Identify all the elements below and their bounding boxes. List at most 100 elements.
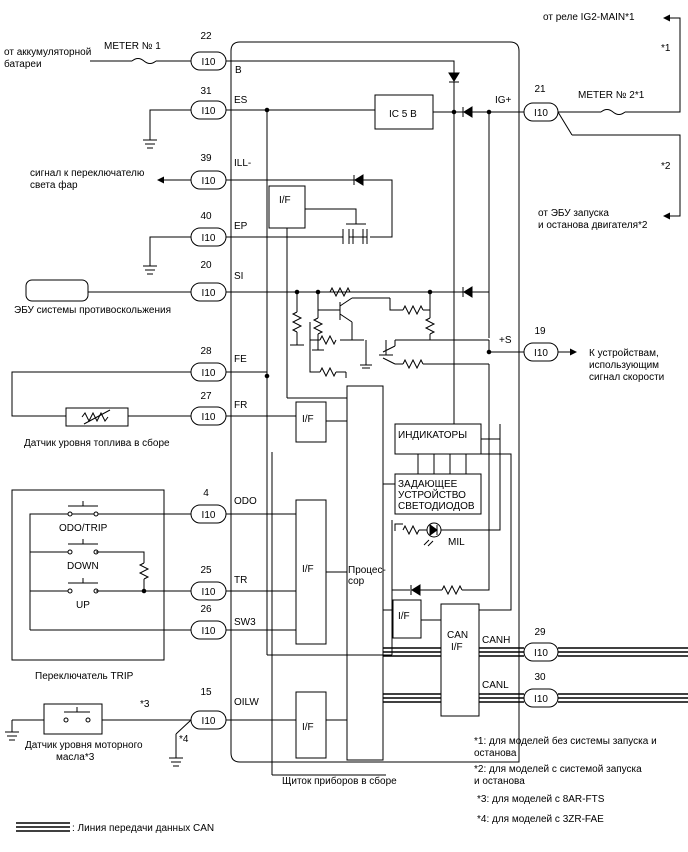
signal-name: OILW: [234, 697, 259, 708]
resistor-icon: [312, 317, 324, 335]
pin-number: 30: [534, 672, 546, 683]
trip-switch-box: [11, 489, 165, 661]
pin-number: 19: [534, 326, 546, 337]
legend-label: : Линия передачи данных CAN: [72, 823, 214, 834]
ground-es-icon: [143, 139, 157, 149]
legend-can-line: [16, 822, 70, 832]
fuel-sender-box: [65, 407, 129, 427]
ground-oil-icon: [169, 757, 183, 767]
relay-label: от реле IG2-MAIN*1: [543, 12, 635, 23]
resistor-icon: [329, 286, 351, 298]
resistor-icon: [138, 562, 150, 580]
note3-mark: *3: [140, 699, 150, 710]
fuse-meter1-icon: [131, 58, 157, 64]
headlight-label-2: света фар: [30, 179, 78, 191]
signal-name: SI: [234, 271, 243, 282]
battery-label-2: батареи: [4, 58, 42, 70]
can-bus-lines: [383, 647, 688, 703]
signal-name: SW3: [234, 617, 256, 628]
resistor-icon: [319, 334, 337, 346]
led-driver-block: [394, 473, 482, 515]
note1-mark: *1: [661, 43, 671, 54]
footnote-1a: *1: для моделей без системы запуска и: [474, 735, 657, 747]
signal-name: ILL-: [234, 158, 251, 169]
ecu-start-label-1: от ЭБУ запуска: [538, 208, 609, 219]
signal-name: +S: [499, 335, 512, 346]
connector-label: I10: [534, 648, 548, 659]
resistor-icon: [441, 584, 463, 596]
led-driver-line1: ЗАДАЮЩЕЕ: [398, 479, 458, 490]
pcs-ecu-label: ЭБУ системы противоскольжения: [14, 305, 171, 316]
led-driver-line2: УСТРОЙСТВО: [398, 488, 466, 501]
connector-label: I10: [534, 108, 548, 119]
speed-label-2: использующим: [589, 360, 659, 371]
meter1-fuse-label: METER № 1: [104, 41, 161, 52]
footnote-1b: останова: [474, 748, 517, 759]
signal-name: B: [235, 65, 242, 76]
up-label: UP: [76, 600, 90, 611]
mil-label: MIL: [448, 537, 465, 548]
speed-label-3: сигнал скорости: [589, 372, 664, 383]
connector-label: I10: [534, 694, 548, 705]
connector-label: I10: [202, 233, 216, 244]
led-driver-line3: СВЕТОДИОДОВ: [398, 501, 475, 512]
signal-name: ES: [234, 95, 248, 106]
signal-name: CANL: [482, 680, 509, 691]
footnote-2b: и останова: [474, 776, 525, 787]
pin-number: 25: [200, 565, 212, 576]
resistor-icon: [402, 304, 424, 316]
if-label: I/F: [302, 722, 314, 733]
if-label: I/F: [398, 611, 410, 622]
diode-icon: [448, 72, 460, 82]
pin-number: 31: [200, 86, 212, 97]
if-ill-block: [268, 185, 306, 229]
pin-number: 27: [200, 391, 212, 402]
diode-icon: [463, 286, 473, 298]
if-fuel-block: [295, 401, 327, 443]
note2-mark: *2: [661, 161, 671, 172]
pin-number: 39: [200, 153, 212, 164]
connector-label: I10: [202, 510, 216, 521]
note4-mark: *4: [179, 734, 189, 745]
if-can-small-block: [392, 599, 422, 639]
if-label: I/F: [279, 195, 291, 206]
diode-icon: [411, 584, 421, 596]
pin-number: 40: [200, 211, 212, 222]
if-label: I/F: [302, 564, 314, 575]
diode-icon: [354, 174, 364, 186]
can-if-label-2: I/F: [451, 642, 463, 653]
speed-label-1: К устройствам,: [589, 348, 659, 359]
footnote-2a: *2: для моделей с системой запуска: [474, 764, 642, 775]
connector-ovals: [190, 51, 559, 730]
pin-number: 28: [200, 346, 212, 357]
ground-oil-left-icon: [5, 720, 19, 741]
if-label: I/F: [302, 414, 314, 425]
cpu-block: [346, 385, 384, 761]
signal-name: IG+: [495, 95, 512, 106]
pin-number: 21: [534, 84, 546, 95]
connector-label: I10: [534, 348, 548, 359]
ic-5v-label: IC 5 В: [389, 109, 417, 120]
connector-label: I10: [202, 587, 216, 598]
resistor-icon: [319, 366, 337, 378]
mil-led-icon: [423, 522, 442, 547]
switch-odo-trip-icon: [67, 501, 99, 517]
pin-number: 22: [200, 31, 212, 42]
resistor-icon: [402, 524, 420, 536]
oil-sensor-label-2: масла*3: [56, 752, 95, 763]
signal-name: CANH: [482, 635, 510, 646]
signal-name: EP: [234, 221, 248, 232]
connector-label: I10: [202, 288, 216, 299]
trip-switch-label: Переключатель TRIP: [35, 671, 134, 682]
signal-name: FR: [234, 400, 247, 411]
pin-number: 20: [200, 260, 212, 271]
cluster-label: Щиток приборов в сборе: [282, 775, 397, 787]
oil-level-sensor-box: [43, 703, 103, 735]
fuse-meter2-icon: [600, 109, 626, 115]
pin-number: 26: [200, 604, 212, 615]
headlight-label-1: сигнал к переключателю: [30, 168, 145, 179]
if-oil-block: [295, 691, 327, 759]
indicators-label: ИНДИКАТОРЫ: [398, 430, 467, 441]
fuel-sender-label: Датчик уровня топлива в сборе: [24, 437, 170, 449]
variable-resistor-icon: [81, 411, 109, 423]
